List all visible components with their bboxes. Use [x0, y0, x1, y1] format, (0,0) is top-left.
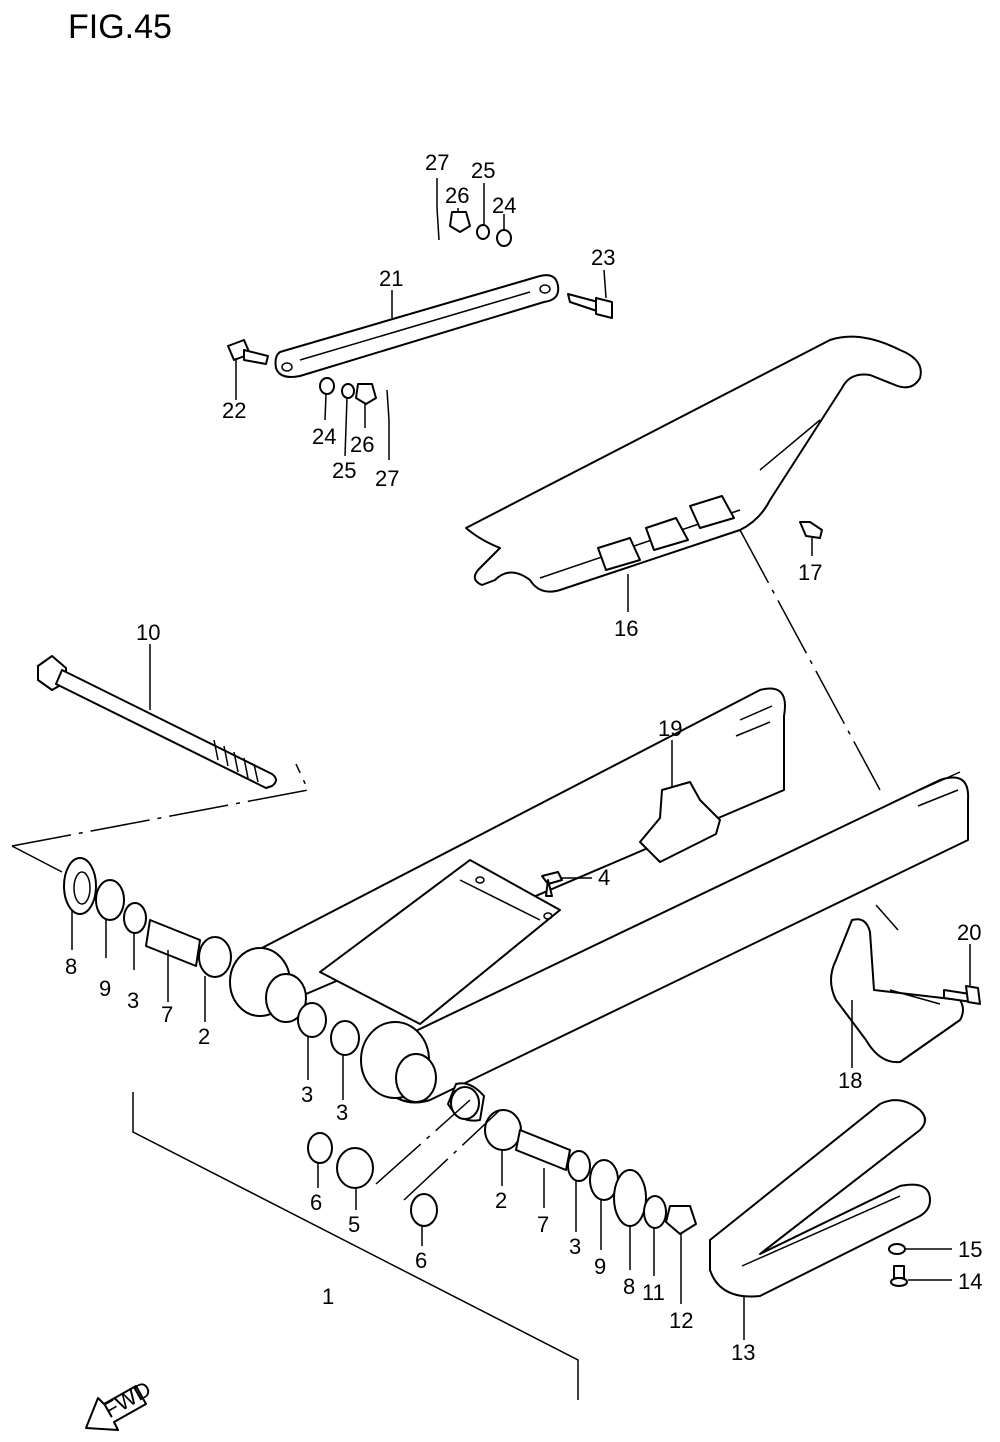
callout-5: 5: [348, 1212, 360, 1237]
callout-3: 3: [301, 1082, 313, 1107]
washer-15: [888, 1243, 906, 1255]
callout-11: 11: [642, 1280, 665, 1305]
callout-2: 2: [495, 1188, 507, 1213]
callout-7: 7: [537, 1212, 549, 1237]
center-bearings: [297, 1002, 438, 1227]
callout-labels: 27 25 26 24 23 21 22 24 26 25 27 17 16 1…: [65, 150, 982, 1365]
leader-lines: [71, 178, 971, 1340]
callout-6: 6: [415, 1248, 427, 1273]
bracket-18: [830, 918, 964, 1064]
bolt-4: [541, 871, 563, 897]
bracket-19: [639, 781, 721, 863]
callout-7: 7: [161, 1002, 173, 1027]
fwd-arrow-icon: FWD: [85, 1376, 155, 1431]
callout-6: 6: [310, 1190, 322, 1215]
callout-4: 4: [598, 865, 610, 890]
swingarm: [229, 687, 970, 1122]
callout-25: 25: [332, 458, 356, 483]
callout-13: 13: [731, 1340, 755, 1365]
callout-17: 17: [798, 560, 822, 585]
callout-25: 25: [471, 158, 495, 183]
callout-3: 3: [336, 1100, 348, 1125]
callout-3: 3: [127, 988, 139, 1013]
pivot-shaft: [37, 655, 277, 789]
callout-21: 21: [379, 266, 403, 291]
callout-22: 22: [222, 398, 246, 423]
callout-2: 2: [198, 1024, 210, 1049]
chain-slider: [709, 1099, 931, 1298]
lower-fasteners: [319, 377, 390, 421]
assembly-lines: [11, 529, 899, 1400]
callout-24: 24: [312, 424, 336, 449]
callout-15: 15: [958, 1237, 982, 1262]
figure-title: FIG.45: [68, 8, 172, 46]
callout-24: 24: [492, 193, 516, 218]
callout-19: 19: [658, 716, 682, 741]
callout-1: 1: [322, 1284, 334, 1309]
callout-8: 8: [65, 954, 77, 979]
callout-8: 8: [623, 1274, 635, 1299]
callout-26: 26: [350, 432, 374, 457]
callout-9: 9: [99, 976, 111, 1001]
callout-26: 26: [445, 183, 469, 208]
callout-27: 27: [375, 466, 399, 491]
fwd-label: FWD: [99, 1376, 155, 1423]
left-pivot-parts: [63, 857, 232, 978]
callout-14: 14: [958, 1269, 982, 1294]
bolt-22: [227, 339, 269, 365]
callout-10: 10: [136, 620, 160, 645]
bolt-17: [799, 521, 823, 539]
screw-14: [890, 1265, 908, 1287]
bolt-20: [943, 985, 981, 1005]
callout-3: 3: [569, 1234, 581, 1259]
callout-9: 9: [594, 1254, 606, 1279]
callout-27: 27: [425, 150, 449, 175]
callout-23: 23: [591, 245, 615, 270]
callout-16: 16: [614, 616, 638, 641]
right-pivot-parts: [484, 1109, 697, 1235]
torque-link-arm: [274, 274, 560, 378]
callout-18: 18: [838, 1068, 862, 1093]
bolt-23: [567, 293, 613, 319]
callout-12: 12: [669, 1308, 693, 1333]
chain-case: [465, 335, 922, 593]
callout-20: 20: [957, 920, 981, 945]
